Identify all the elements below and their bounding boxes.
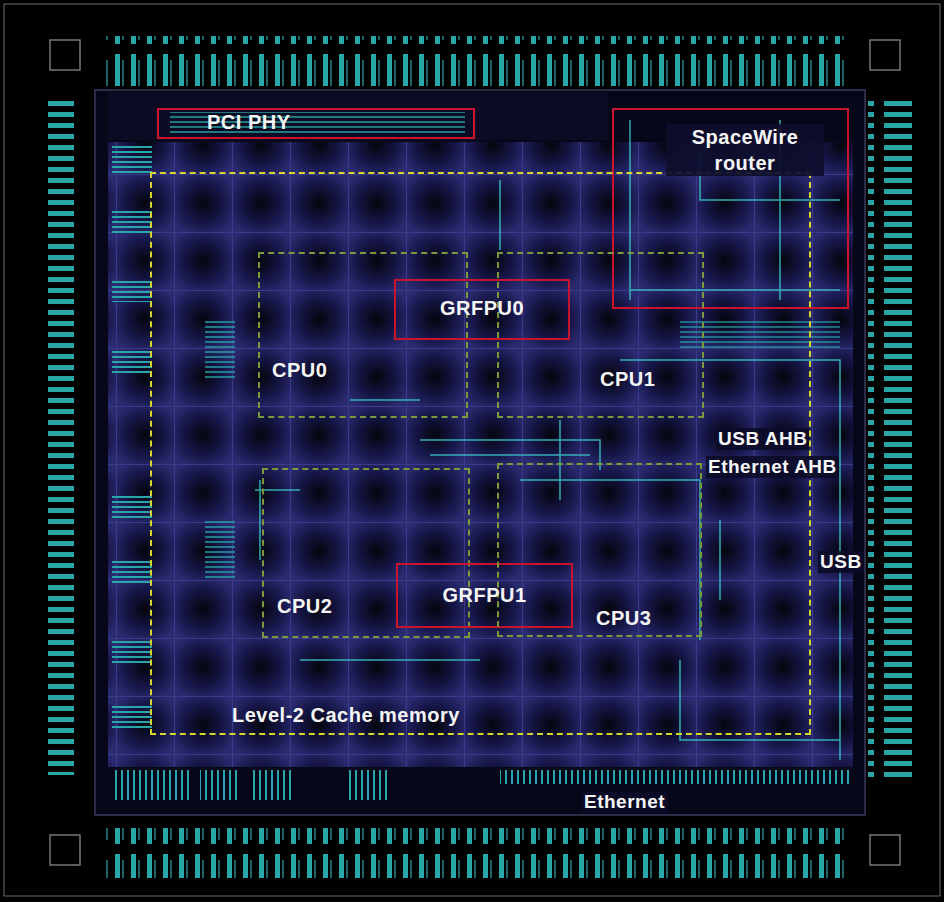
ethernet-macro bbox=[500, 770, 850, 784]
memory-macro bbox=[112, 770, 192, 800]
corner-mark bbox=[50, 835, 80, 865]
pad-column bbox=[868, 100, 912, 780]
frame bbox=[4, 4, 940, 896]
cache-region: Level-2 Cache memory CPU0 GRFPU0CPU1CPU2 GR… bbox=[150, 172, 811, 735]
logic-area bbox=[108, 92, 608, 140]
cpu-region: CPU2 bbox=[262, 468, 470, 638]
memory-macro bbox=[112, 705, 152, 729]
memory-macro bbox=[205, 320, 235, 380]
logic-area bbox=[108, 142, 853, 767]
die bbox=[95, 90, 865, 815]
block-box: SpaceWire router bbox=[612, 108, 849, 309]
block-box: GRFPU1 bbox=[396, 563, 573, 628]
part-label: Ethernet bbox=[582, 791, 667, 813]
block-label: CPU2 bbox=[277, 595, 332, 617]
block-label: GRFPU0 bbox=[440, 297, 524, 319]
block-label: CPU1 bbox=[600, 368, 655, 390]
wire bbox=[500, 180, 840, 740]
memory-macro bbox=[345, 770, 387, 800]
corner-mark bbox=[870, 835, 900, 865]
part-label: USB bbox=[818, 551, 864, 573]
block-box: PCI PHY bbox=[157, 108, 475, 139]
memory-macro bbox=[112, 145, 152, 173]
memory-macro bbox=[205, 520, 235, 580]
block-label: PCI PHY bbox=[207, 111, 291, 133]
cpu-region: CPU1 bbox=[497, 252, 704, 418]
pad-row bbox=[105, 36, 850, 86]
pad-row bbox=[105, 828, 850, 878]
block-box: GRFPU0 bbox=[394, 279, 570, 340]
wire bbox=[420, 420, 600, 500]
memory-macro bbox=[112, 640, 152, 664]
wire bbox=[520, 480, 720, 640]
memory-macro bbox=[200, 770, 240, 800]
cpu-region: CPU0 bbox=[258, 252, 468, 418]
wire bbox=[630, 120, 840, 300]
memory-macro bbox=[112, 210, 152, 234]
part-label: Ethernet AHB bbox=[706, 456, 839, 478]
block-label: CPU3 bbox=[596, 607, 651, 629]
memory-macro bbox=[112, 350, 152, 374]
pci-macro bbox=[170, 112, 465, 134]
memory-macro bbox=[112, 278, 152, 302]
part-label: USB AHB bbox=[716, 428, 809, 450]
corner-mark bbox=[870, 40, 900, 70]
block-label: SpaceWire router bbox=[666, 124, 824, 176]
cpu-region: CPU3 bbox=[497, 463, 702, 637]
block-label: Level-2 Cache memory bbox=[232, 704, 460, 726]
memory-macro bbox=[112, 560, 152, 584]
corner-mark bbox=[50, 40, 80, 70]
wire bbox=[300, 360, 840, 760]
pad-column bbox=[48, 95, 82, 775]
memory-macro bbox=[250, 770, 292, 800]
memory-macro bbox=[680, 320, 840, 350]
block-label: GRFPU1 bbox=[442, 584, 526, 606]
block-label: CPU0 bbox=[272, 359, 327, 381]
memory-macro bbox=[112, 495, 152, 519]
wires bbox=[255, 120, 840, 760]
